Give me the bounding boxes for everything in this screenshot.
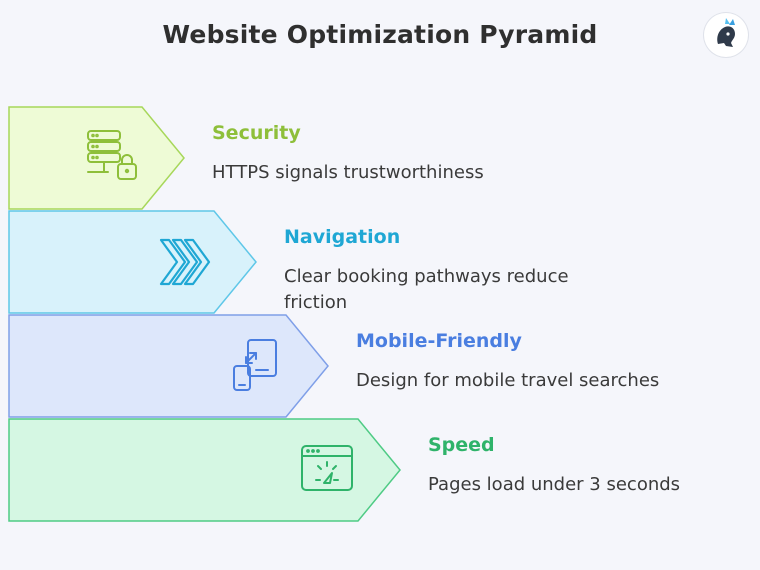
pyramid-level-navigation bbox=[8, 210, 260, 316]
level-heading-navigation: Navigation bbox=[284, 226, 401, 248]
level-heading-mobile-friendly: Mobile-Friendly bbox=[356, 330, 522, 352]
mobile-devices-icon bbox=[230, 336, 282, 400]
level-text-security: HTTPS signals trustworthiness bbox=[212, 162, 484, 183]
browser-speedometer-icon bbox=[298, 442, 358, 500]
server-lock-icon bbox=[84, 128, 144, 192]
pyramid-level-mobile-friendly bbox=[8, 314, 332, 420]
avatar bbox=[704, 13, 748, 57]
level-text-navigation: Clear booking pathways reduce friction bbox=[284, 266, 569, 313]
level-text-speed: Pages load under 3 seconds bbox=[428, 474, 681, 495]
level-heading-speed: Speed bbox=[428, 434, 495, 456]
brand-logo-icon bbox=[717, 18, 735, 47]
page-title: Website Optimization Pyramid bbox=[162, 20, 598, 49]
pyramid-level-speed bbox=[8, 418, 404, 524]
fast-forward-icon bbox=[158, 236, 214, 292]
level-text-mobile-friendly: Design for mobile travel searches bbox=[356, 370, 660, 391]
level-heading-security: Security bbox=[212, 122, 301, 144]
